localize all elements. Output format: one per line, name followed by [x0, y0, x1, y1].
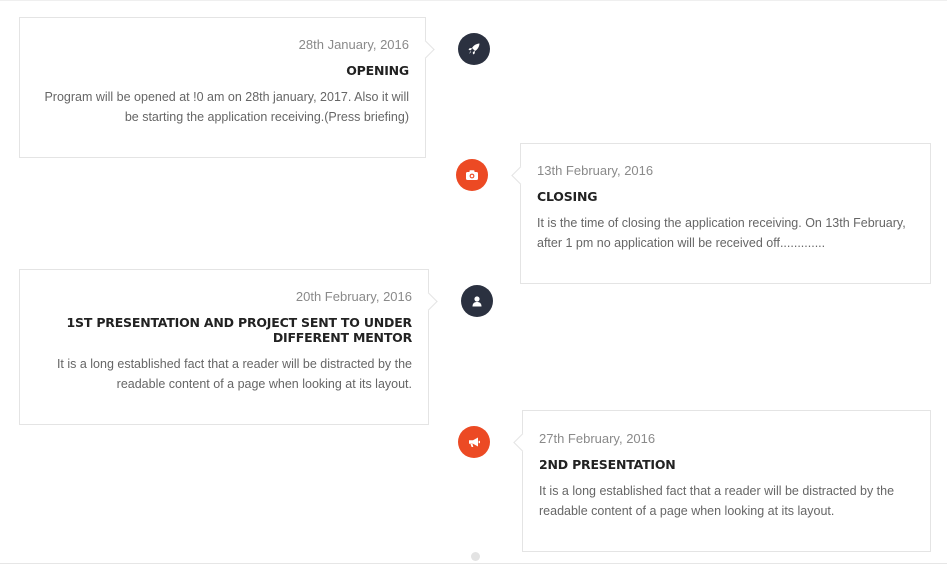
event-title: OPENING — [346, 63, 409, 78]
event-description: It is a long established fact that a rea… — [56, 357, 412, 391]
card-pointer — [513, 433, 532, 452]
event-date: 27th February, 2016 — [539, 431, 656, 446]
timeline-card-opening: 28th January, 2016 OPENING Program will … — [19, 17, 435, 158]
timeline-end-dot — [471, 552, 480, 561]
event-description: It is the time of closing the applicatio… — [537, 216, 906, 250]
event-date: 13th February, 2016 — [537, 163, 654, 178]
event-description: It is a long established fact that a rea… — [539, 484, 895, 518]
timeline-card-second-presentation: 27th February, 2016 2ND PRESENTATION It … — [513, 410, 931, 552]
card-pointer — [416, 40, 435, 59]
timeline-card-closing: 13th February, 2016 CLOSING It is the ti… — [511, 143, 931, 284]
megaphone-icon — [458, 426, 490, 458]
camera-icon — [456, 159, 488, 191]
card-pointer — [511, 166, 530, 185]
event-description: Program will be opened at !0 am on 28th … — [44, 90, 409, 124]
event-title: 1ST PRESENTATION AND PROJECT SENT TO UND… — [66, 315, 413, 345]
user-icon — [461, 285, 493, 317]
event-date: 28th January, 2016 — [298, 37, 409, 52]
event-title: CLOSING — [537, 189, 598, 204]
event-date: 20th February, 2016 — [295, 289, 412, 304]
event-title: 2ND PRESENTATION — [539, 457, 676, 472]
timeline-card-first-presentation: 20th February, 2016 1ST PRESENTATION AND… — [19, 269, 438, 425]
rocket-icon — [458, 33, 490, 65]
card-pointer — [419, 292, 438, 311]
